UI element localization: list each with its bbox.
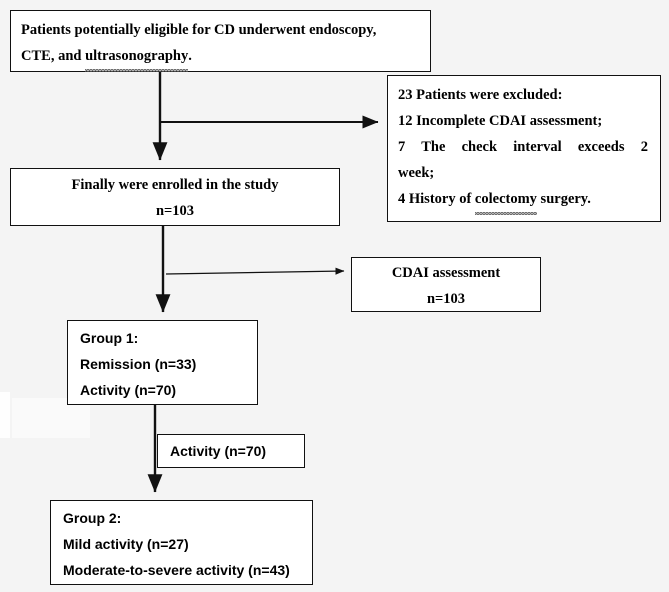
node-excluded-patients: 23 Patients were excluded: 12 Incomplete…: [387, 75, 661, 222]
eligible-line-2-prefix: CTE, and: [21, 48, 86, 64]
group2-title: Group 2:: [63, 510, 122, 526]
eligible-misspelled-word: ultrasonography: [85, 43, 189, 72]
activity-label-text: Activity (n=70): [170, 443, 267, 459]
enrolled-line-1: Finally were enrolled in the study: [71, 177, 279, 193]
node-group-2: Group 2: Mild activity (n=27) Moderate-t…: [50, 500, 313, 585]
excluded-line-4: week;: [398, 165, 435, 181]
excluded-line-5: 4 History of colectomy surgery.: [398, 186, 648, 215]
excluded-line-3: 7 The check interval exceeds 2: [398, 139, 648, 155]
group1-remission: Remission (n=33): [80, 356, 197, 372]
eligible-line-2: CTE, and ultrasonography.: [21, 43, 420, 72]
eligible-line-1: Patients potentially eligible for CD und…: [21, 22, 377, 38]
group2-mild: Mild activity (n=27): [63, 536, 189, 552]
edge-enrolled-to-cdai: [165, 267, 345, 275]
node-group-1: Group 1: Remission (n=33) Activity (n=70…: [67, 320, 258, 405]
excluded-misspelled-word: colectomy: [474, 186, 537, 215]
node-finally-enrolled: Finally were enrolled in the study n=103: [10, 168, 340, 226]
excluded-line-2: 12 Incomplete CDAI assessment;: [398, 113, 603, 129]
enrolled-count: n=103: [155, 203, 195, 219]
edge-label-activity: Activity (n=70): [157, 434, 305, 468]
group1-title: Group 1:: [80, 330, 139, 346]
cdai-count: n=103: [426, 291, 466, 307]
eligible-line-2-suffix: .: [188, 48, 192, 64]
node-cdai-assessment: CDAI assessment n=103: [351, 257, 541, 312]
node-eligible-patients: Patients potentially eligible for CD und…: [10, 10, 431, 72]
excluded-line-5-prefix: 4 History of: [398, 191, 475, 207]
scan-artifact-left: [0, 392, 10, 438]
cdai-line-1: CDAI assessment: [391, 265, 501, 281]
group1-activity: Activity (n=70): [80, 382, 177, 398]
excluded-line-5-suffix: surgery.: [536, 191, 591, 207]
excluded-line-1: 23 Patients were excluded:: [398, 87, 563, 103]
group2-moderate-severe: Moderate-to-severe activity (n=43): [63, 562, 290, 578]
